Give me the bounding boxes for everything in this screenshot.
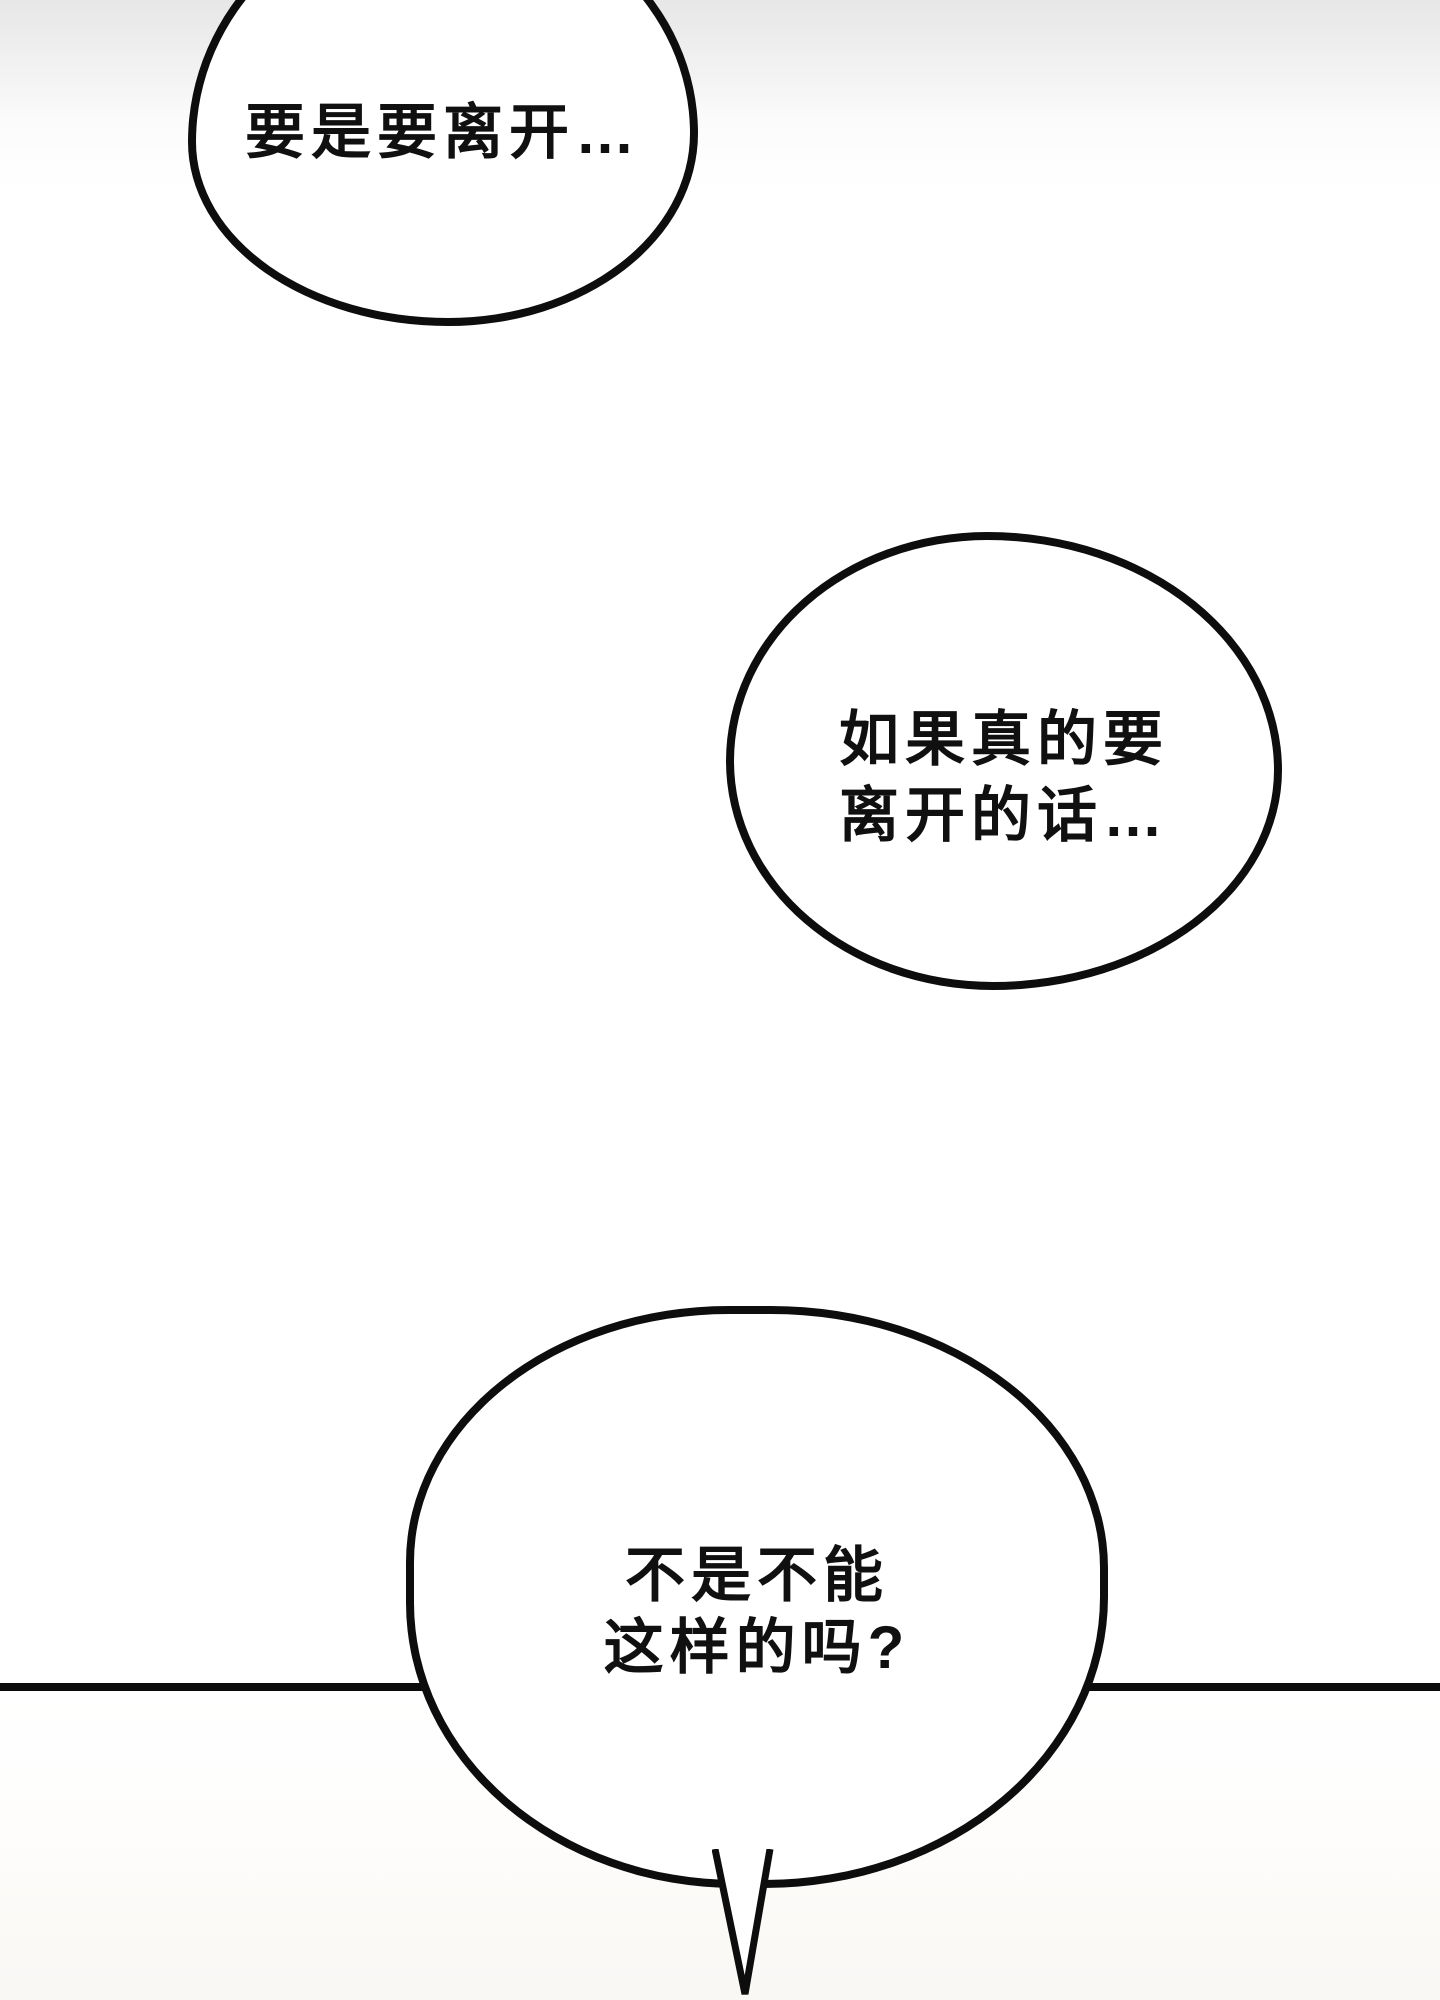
speech-bubble-3-text: 不是不能 这样的吗? — [406, 1540, 1108, 1684]
speech-bubble-2-text: 如果真的要 离开的话… — [726, 702, 1282, 854]
speech-bubble-2 — [726, 532, 1282, 990]
speech-bubble-3-text-line-1: 不是不能 — [625, 1542, 889, 1609]
speech-bubble-3-text-line-2: 这样的吗? — [603, 1614, 911, 1681]
speech-bubble-2-text-line-2: 离开的话… — [839, 782, 1169, 849]
speech-bubble-1-text: 要是要离开… — [245, 99, 641, 166]
speech-bubble-2-text-line-1: 如果真的要 — [839, 706, 1169, 773]
speech-bubble-3-tail — [712, 1849, 774, 1995]
speech-bubble-1 — [188, 0, 698, 326]
